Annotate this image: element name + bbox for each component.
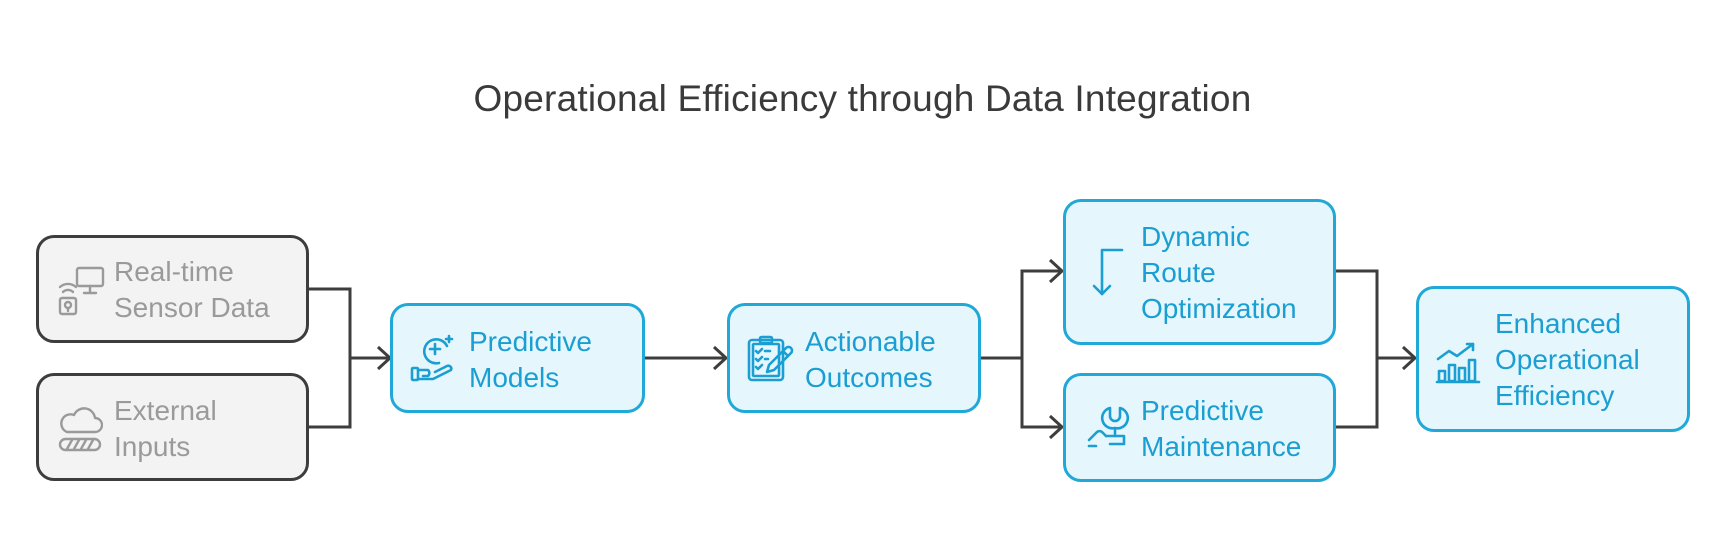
node-dynamic-route-optimization-label: Dynamic Route Optimization xyxy=(1141,221,1297,324)
hand-brain-icon xyxy=(409,334,459,389)
arrowhead-route xyxy=(1048,258,1065,284)
arrowhead-efficiency xyxy=(1401,345,1418,371)
connector-split-route xyxy=(1020,269,1062,358)
node-predictive-maintenance: Predictive Maintenance xyxy=(1063,373,1336,482)
connector-external-models xyxy=(307,358,352,429)
node-sensor-data-label: Real-time Sensor Data xyxy=(114,256,270,323)
sensor-monitor-icon xyxy=(57,265,107,322)
growth-chart-icon xyxy=(1435,339,1483,390)
node-predictive-models: Predictive Models xyxy=(390,303,645,413)
node-dynamic-route-optimization: Dynamic Route Optimization xyxy=(1063,199,1336,345)
node-predictive-models-label: Predictive Models xyxy=(469,326,592,393)
arrowhead-outcomes xyxy=(712,345,729,371)
connector-split-maintenance xyxy=(1020,358,1062,429)
connector-maintenance-efficiency xyxy=(1335,358,1379,429)
node-enhanced-operational-efficiency: Enhanced Operational Efficiency xyxy=(1416,286,1690,432)
connector-route-efficiency xyxy=(1335,269,1415,360)
checklist-pen-icon xyxy=(746,334,794,389)
route-arrow-icon xyxy=(1086,246,1126,305)
node-external-inputs-label: External Inputs xyxy=(114,395,217,462)
node-external-inputs: External Inputs xyxy=(36,373,309,481)
connector-sensor-models xyxy=(307,287,388,360)
node-sensor-data: Real-time Sensor Data xyxy=(36,235,309,343)
diagram-title: Operational Efficiency through Data Inte… xyxy=(473,78,1252,119)
wrench-hand-icon xyxy=(1086,404,1132,455)
cloud-icon xyxy=(57,406,104,459)
node-predictive-maintenance-label: Predictive Maintenance xyxy=(1141,395,1302,462)
node-enhanced-operational-efficiency-label: Enhanced Operational Efficiency xyxy=(1495,308,1640,411)
node-actionable-outcomes-label: Actionable Outcomes xyxy=(805,326,936,393)
arrowhead-maintenance xyxy=(1048,414,1065,440)
node-actionable-outcomes: Actionable Outcomes xyxy=(727,303,981,413)
